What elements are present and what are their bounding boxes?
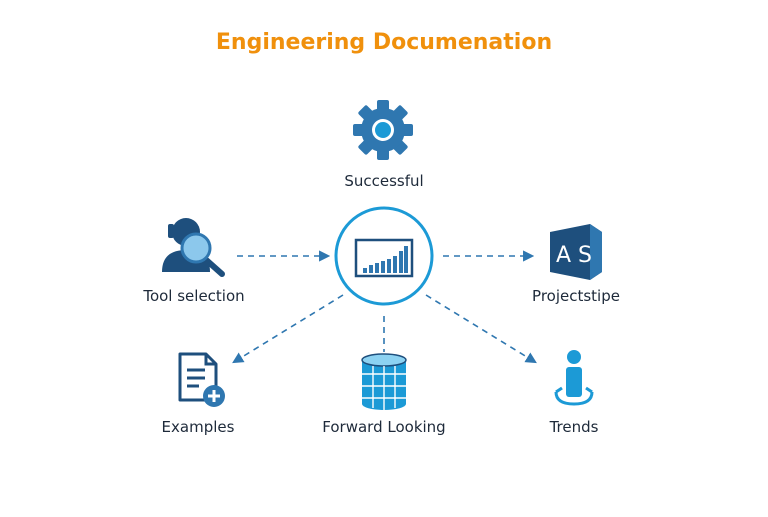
label-successful: Successful [344,172,424,190]
connector-bottom-left [232,294,344,364]
database-icon [361,353,407,410]
label-examples: Examples [161,418,235,436]
label-projectstipe: Projectstipe [532,287,620,305]
label-trends: Trends [549,418,599,436]
person-magnifier-icon [162,218,225,277]
as-logo-text: A S [556,243,592,268]
connector-bottom-right [425,294,537,364]
person-pin-icon [554,350,594,406]
as-logo-icon: A S [550,224,602,280]
center-hub [334,206,434,306]
connectors [232,250,537,364]
gear-icon [353,100,413,160]
page-title: Engineering Documenation [215,30,553,55]
label-tool-selection: Tool selection [143,287,245,305]
label-forward-looking: Forward Looking [322,418,446,436]
document-add-icon [178,352,225,407]
bar-chart-icon [354,238,414,278]
